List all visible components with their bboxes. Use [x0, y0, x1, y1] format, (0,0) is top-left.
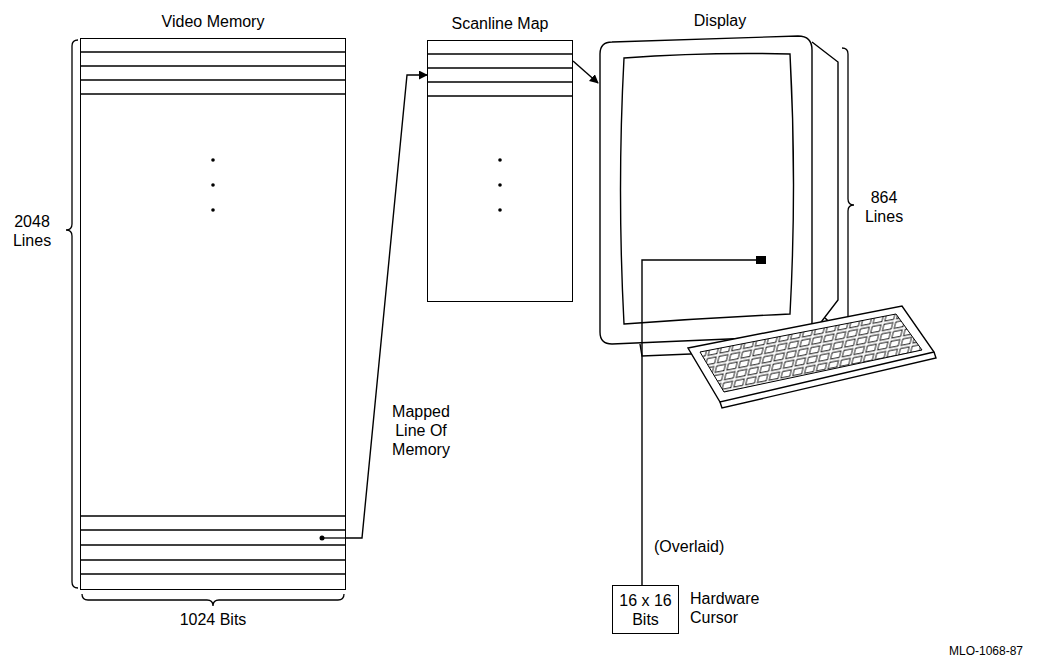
cursor-mark — [756, 256, 766, 264]
part-name: Hardware Cursor — [690, 589, 774, 627]
brace — [66, 40, 78, 588]
row-line — [80, 79, 346, 80]
monitor-side — [812, 42, 838, 334]
connector-label: Mapped Line Of Memory — [386, 402, 456, 460]
heading: Video Memory — [162, 12, 265, 31]
memory-box: Video Memory — [80, 38, 346, 590]
dimension-label: 864 Lines — [858, 188, 910, 226]
dot — [211, 158, 215, 162]
connector — [642, 260, 756, 585]
dimension-label: 1024 Bits — [163, 610, 263, 629]
dimension-label: 2048 Lines — [4, 212, 60, 250]
box-label: 16 x 16 Bits — [613, 590, 678, 628]
monitor-bezel — [600, 36, 812, 344]
memory-rows — [80, 52, 573, 574]
display-area: Display — [598, 38, 842, 408]
monitor — [600, 36, 936, 408]
row-line — [80, 515, 346, 516]
brace — [842, 48, 854, 330]
braces — [66, 40, 854, 606]
heading: Scanline Map — [452, 14, 549, 33]
dot — [498, 183, 502, 187]
row-line — [80, 93, 346, 94]
row-line — [80, 65, 346, 66]
row-line — [80, 573, 346, 574]
cursor-box: 16 x 16 BitsHardware Cursor — [612, 585, 679, 634]
connector — [346, 75, 427, 538]
row-line — [427, 81, 573, 82]
dot — [211, 208, 215, 212]
connector — [573, 61, 598, 83]
ellipsis-dots — [211, 158, 502, 540]
mapped-line-dot — [320, 536, 325, 541]
row-line — [80, 559, 346, 560]
dot — [498, 158, 502, 162]
keyboard-keys — [700, 314, 922, 392]
row-line — [427, 53, 573, 54]
brace — [82, 594, 344, 606]
row-line — [427, 67, 573, 68]
dot — [211, 183, 215, 187]
row-line — [80, 51, 346, 52]
connector-label: (Overlaid) — [654, 537, 724, 556]
mapped-line-lead — [322, 537, 346, 538]
row-line — [80, 529, 346, 530]
dot — [498, 208, 502, 212]
row-line — [80, 544, 346, 545]
scanline-map-box: Scanline Map — [427, 40, 573, 302]
keyboard-edge — [720, 352, 936, 408]
monitor-screen — [621, 54, 794, 325]
row-line — [427, 95, 573, 96]
heading: Display — [694, 11, 746, 30]
figure-id: MLO-1068-87 — [936, 644, 1036, 658]
